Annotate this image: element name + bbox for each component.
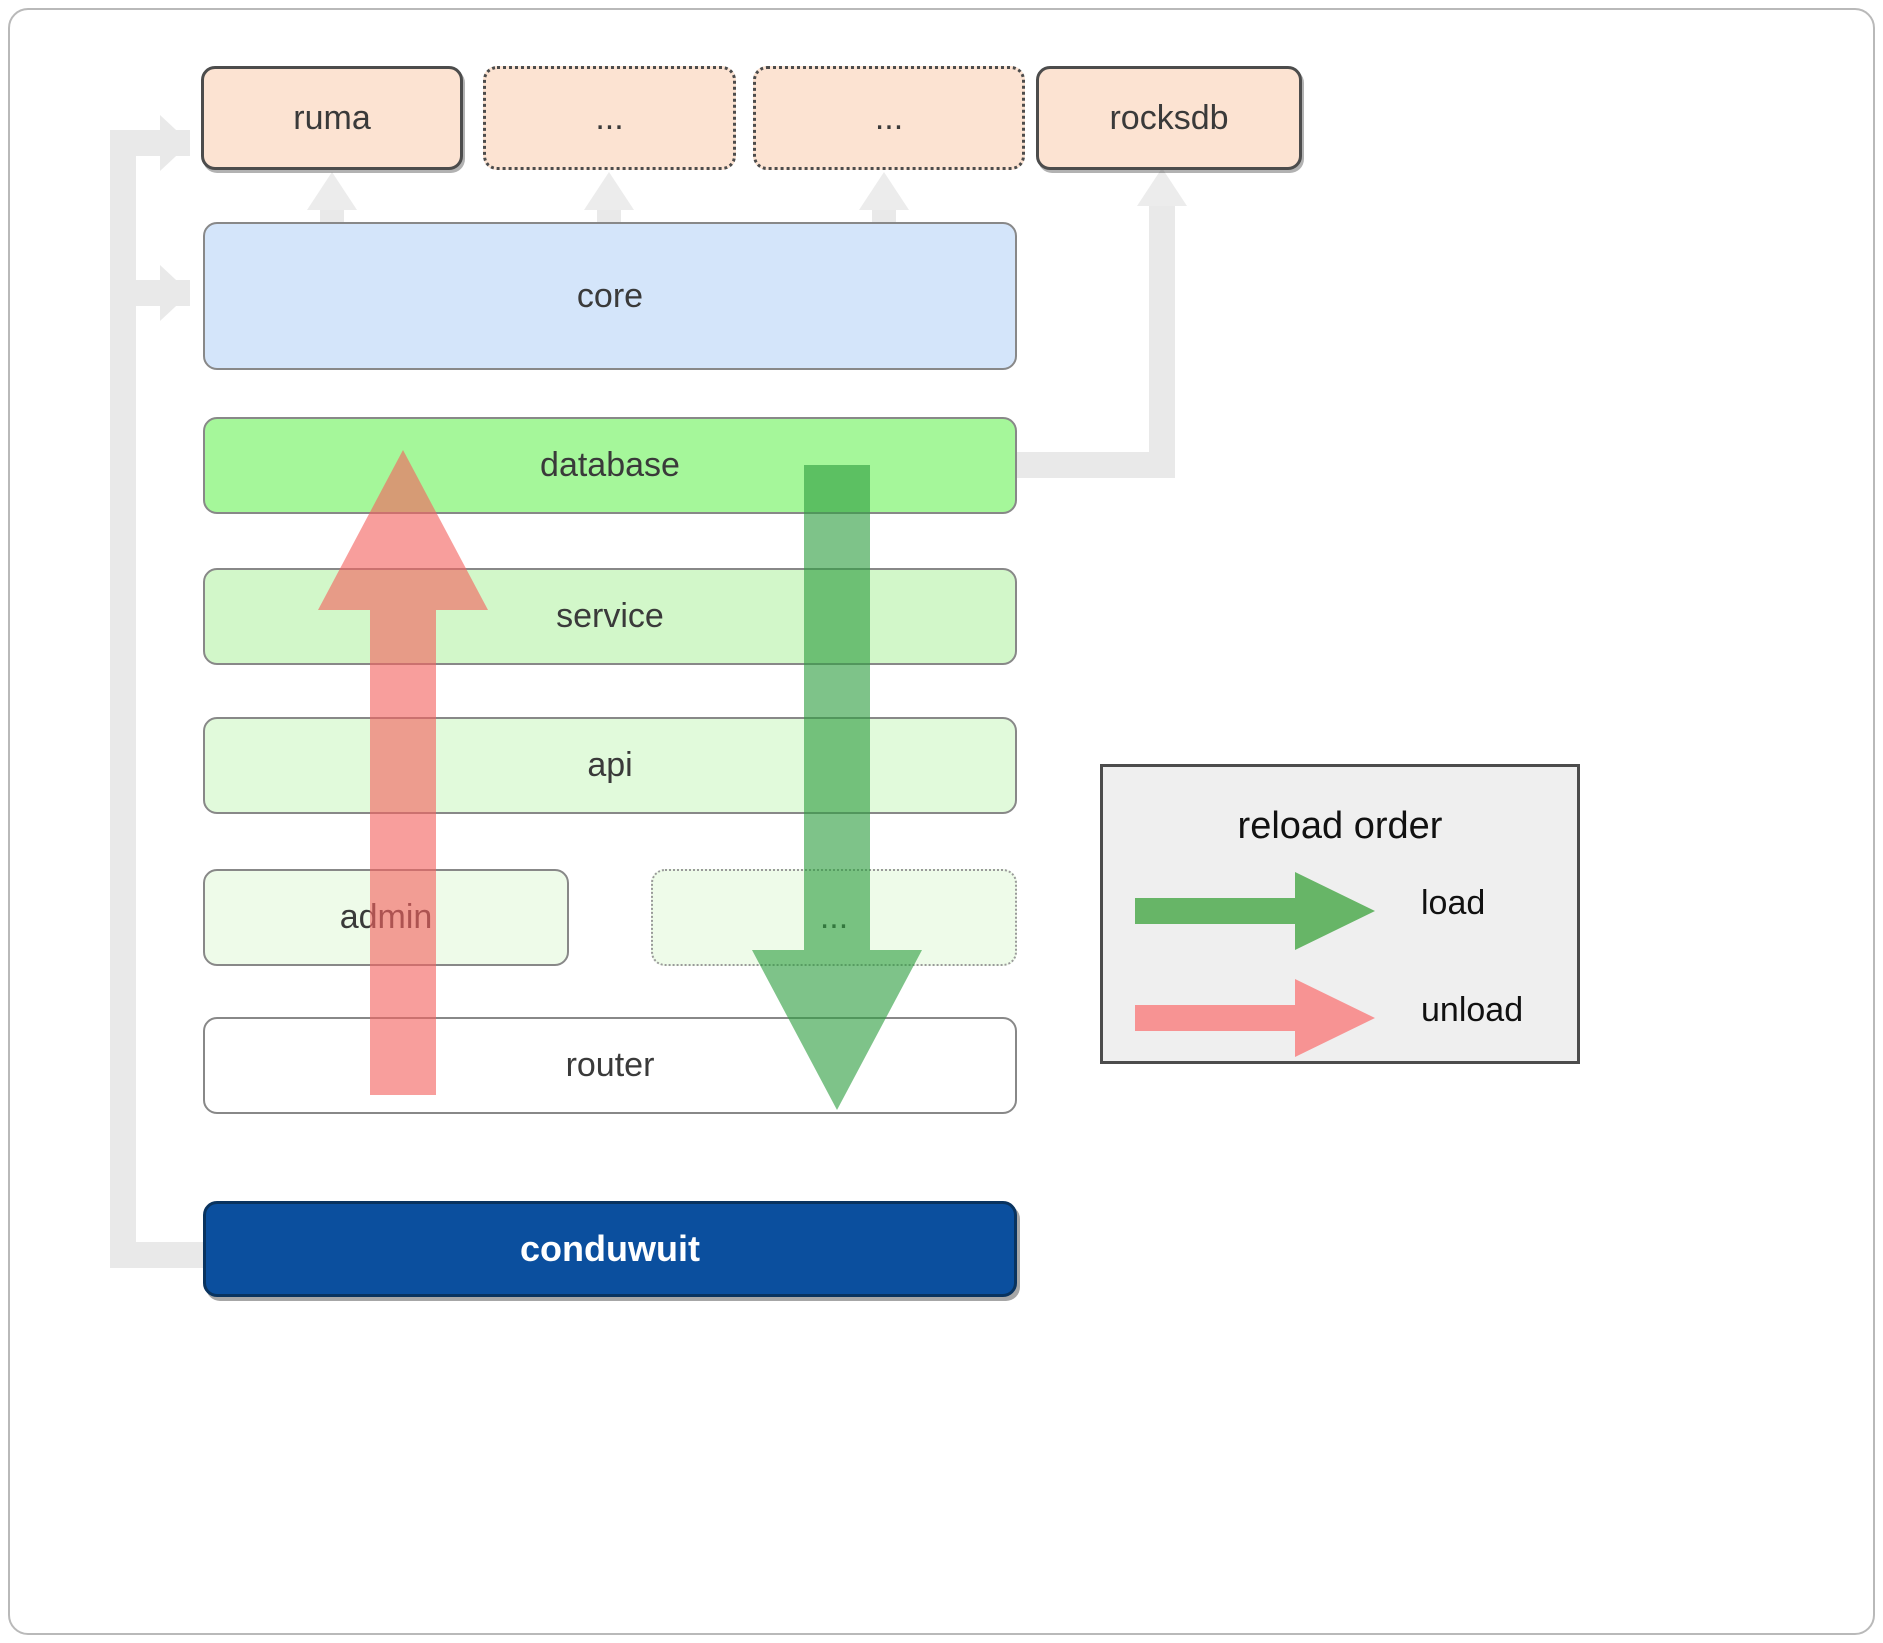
node-rocksdb-label: rocksdb [1109,98,1229,137]
legend-load-label: load [1421,884,1486,922]
legend-unload-arrow [1135,979,1375,1057]
node-database[interactable]: database [203,417,1017,514]
node-ruma-label: ruma [293,98,371,137]
node-conduwuit-label: conduwuit [520,1228,700,1269]
connector-arrow-ruma [160,115,190,171]
node-service-label: service [556,597,664,635]
node-api-label: api [587,746,633,784]
node-core-label: core [576,276,644,315]
node-database-label: database [540,446,680,484]
connector-left-trunk [110,130,136,1268]
node-service[interactable]: service [203,568,1017,665]
node-ext1[interactable]: ... [483,66,736,170]
node-api[interactable]: api [203,717,1017,814]
connector-arrow-core-ruma [307,172,357,210]
legend-load-arrow [1135,872,1375,950]
node-ruma[interactable]: ruma [201,66,463,170]
node-core[interactable]: core [203,222,1017,370]
node-router-label: router [565,1046,655,1084]
connector-arrow-core [160,265,190,321]
legend-title: reload order [1237,805,1443,847]
connector-database-to-rocksdb-v [1149,200,1175,478]
node-ext2-label: ... [874,98,904,137]
unload-arrow [318,450,488,1095]
node-ext2[interactable]: ... [753,66,1025,170]
connector-database-to-rocksdb-h [1015,452,1175,478]
node-conduwuit[interactable]: conduwuit [203,1201,1017,1297]
connector-arrow-rocksdb [1137,168,1187,206]
node-ext1-label: ... [595,98,624,137]
legend-unload-label: unload [1421,991,1524,1029]
connector-from-conduwuit [110,1242,220,1268]
connector-arrow-core-ext2 [859,172,909,210]
node-router[interactable]: router [203,1017,1017,1114]
connector-arrow-core-ext1 [584,172,634,210]
legend-panel: reload order load unload [1100,764,1580,1064]
node-rocksdb[interactable]: rocksdb [1036,66,1302,170]
load-arrow [752,465,922,1110]
